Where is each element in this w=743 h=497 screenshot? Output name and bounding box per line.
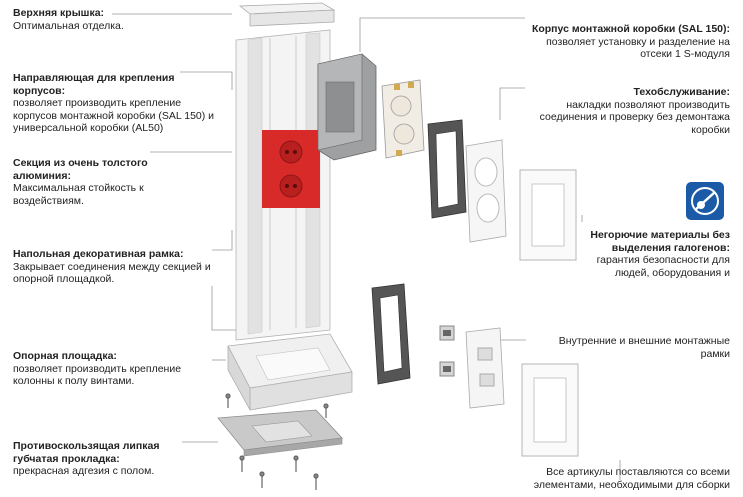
callout-supplied: Все артикулы поставляются со всеми элеме… (520, 466, 730, 491)
callout-desc: накладки позволяют производить соединени… (539, 98, 730, 136)
callout-title: Направляющая для крепления корпусов: (13, 72, 175, 97)
callout-title: Напольная декоративная рамка: (13, 248, 184, 260)
callout-desc: Максимальная стойкость к воздействиям. (13, 182, 144, 207)
callout-desc: Внутренние и внешние монтажные рамки (558, 335, 730, 360)
aluminium-column (235, 29, 331, 341)
callout-desc: гарантия безопасности для людей, оборудо… (596, 254, 730, 279)
callout-title: Корпус монтажной коробки (SAL 150): (531, 23, 730, 35)
screws-upper (225, 393, 329, 418)
callout-halogen-free: Негорючие материалы без выделения галоге… (575, 229, 730, 279)
callout-box-housing: Корпус монтажной коробки (SAL 150): позв… (520, 23, 730, 61)
callout-desc: прекрасная адгезия с полом. (13, 465, 155, 477)
callout-desc: позволяет установку и разделение на отсе… (546, 35, 730, 61)
callout-title: Негорючие материалы без выделения галоге… (590, 229, 730, 254)
callout-desc: Оптимальная отделка. (13, 19, 124, 32)
callout-title: Секция из очень толстого алюминия: (13, 157, 148, 182)
halogen-free-icon (686, 182, 724, 220)
callout-top-cover: Верхняя крышка: Оптимальная отделка. (13, 7, 213, 32)
callout-desc: позволяет производить крепление корпусов… (13, 97, 215, 134)
callout-title: Противоскользящая липкая губчатая прокла… (13, 440, 160, 465)
callout-desc: Все артикулы поставляются со всеми элеме… (533, 466, 730, 491)
base-plate-pad (217, 409, 343, 457)
callout-title: Верхняя крышка: (13, 7, 105, 19)
callout-frames: Внутренние и внешние монтажные рамки (530, 335, 730, 360)
callout-base-plate: Опорная площадка: позволяет производить … (13, 350, 213, 388)
callout-guide-rail: Направляющая для крепления корпусов: поз… (13, 72, 218, 135)
data-cover-plate (465, 327, 505, 409)
data-connectors (439, 325, 455, 377)
callout-title: Техобслуживание: (633, 86, 730, 98)
top-cover (238, 2, 336, 27)
outer-frame-upper (519, 169, 577, 261)
callout-title: Опорная площадка: (13, 350, 117, 362)
dark-mounting-frame-upper (427, 119, 467, 219)
callout-floor-frame: Напольная декоративная рамка: Закрывает … (13, 248, 213, 286)
callout-desc: позволяет производить крепление колонны … (13, 362, 182, 388)
callout-desc: Закрывает соединения между секцией и опо… (13, 260, 211, 286)
outer-frame-lower (521, 363, 579, 457)
floor-frame (227, 333, 353, 411)
callout-alu-section: Секция из очень толстого алюминия: Макси… (13, 157, 183, 207)
socket-mechanism (381, 79, 425, 159)
cover-plate-upper (465, 139, 507, 243)
callout-anti-slip-pad: Противоскользящая липкая губчатая прокла… (13, 440, 188, 478)
callout-maintenance: Техобслуживание: накладки позволяют прои… (510, 86, 730, 136)
mounting-box-housing (317, 53, 377, 161)
leader-lines (112, 13, 621, 480)
dark-mounting-frame-lower (371, 283, 411, 385)
screws-lower (239, 455, 319, 490)
